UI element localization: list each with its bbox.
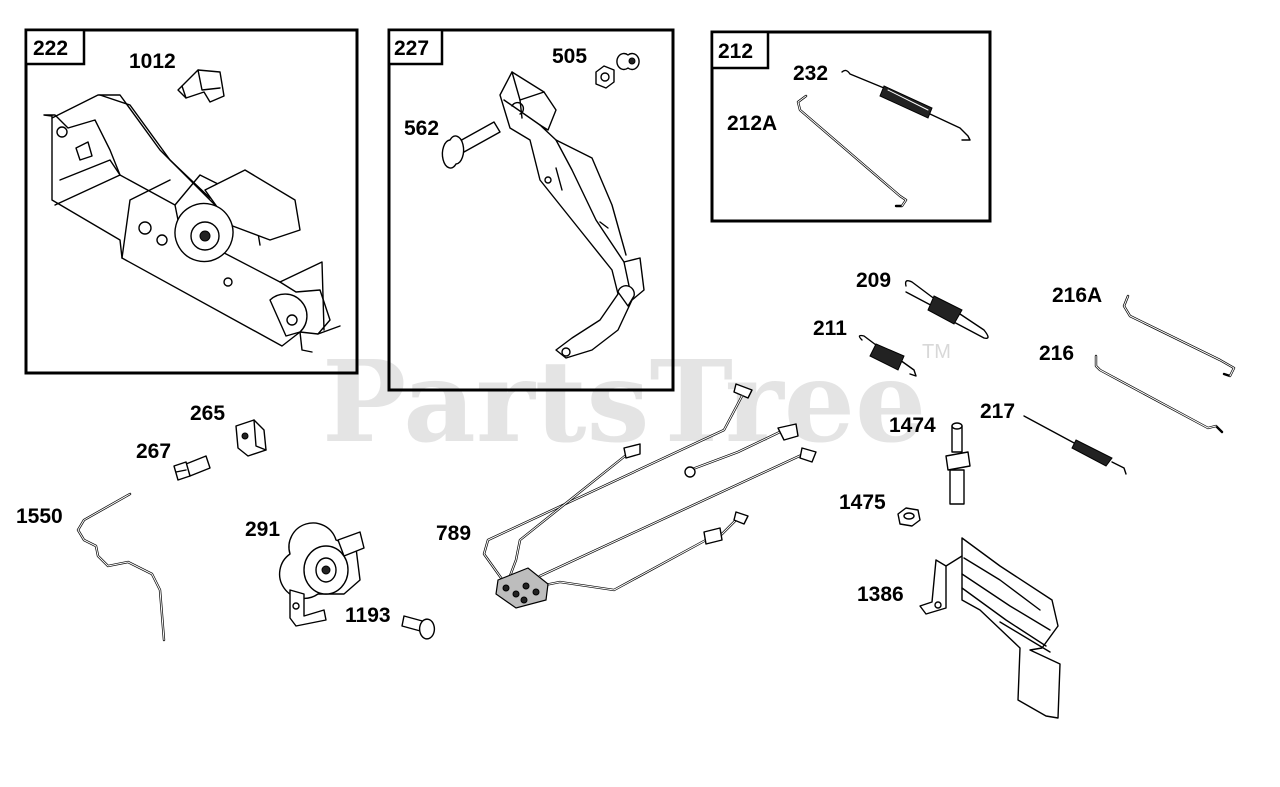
part-232-spring[interactable]	[841, 69, 971, 141]
callout-505[interactable]: 505	[552, 45, 587, 68]
part-291-motor[interactable]	[278, 522, 365, 627]
callout-265[interactable]: 265	[190, 402, 225, 425]
callout-216A[interactable]: 216A	[1052, 284, 1102, 307]
trademark-symbol: TM	[922, 341, 951, 363]
part-265-clip[interactable]	[235, 419, 267, 457]
part-562-pin[interactable]	[441, 121, 501, 169]
callout-291[interactable]: 291	[245, 518, 280, 541]
group-212[interactable]: 212 232 212A	[710, 30, 992, 223]
group-212-tag: 212	[718, 40, 753, 63]
part-1386-guard[interactable]	[919, 537, 1061, 719]
callout-1550[interactable]: 1550	[16, 505, 63, 528]
part-212A-rod[interactable]	[796, 94, 908, 208]
part-222-control-bracket[interactable]	[43, 94, 341, 353]
callout-1012[interactable]: 1012	[129, 50, 176, 73]
callout-562[interactable]: 562	[404, 117, 439, 140]
watermark: PartsTree	[322, 337, 926, 468]
group-227[interactable]: 227 505 562	[387, 28, 675, 392]
part-217-spring[interactable]	[1023, 415, 1127, 475]
part-1475-nut[interactable]	[897, 507, 921, 527]
callout-1475[interactable]: 1475	[839, 491, 886, 514]
callout-267[interactable]: 267	[136, 440, 171, 463]
part-227-lever-bracket[interactable]	[499, 71, 645, 359]
callout-232[interactable]: 232	[793, 62, 828, 85]
part-216-rod[interactable]	[1094, 354, 1224, 434]
group-227-tag-box	[387, 28, 444, 66]
callout-211[interactable]: 211	[813, 317, 847, 340]
part-1193-bolt[interactable]	[401, 615, 436, 640]
callout-1193[interactable]: 1193	[345, 604, 391, 627]
callout-212A[interactable]: 212A	[727, 112, 777, 135]
callout-1474[interactable]: 1474	[889, 414, 936, 437]
part-1550-rod[interactable]	[76, 492, 166, 642]
group-222-frame	[24, 28, 359, 375]
part-505-nut[interactable]	[595, 52, 640, 89]
callout-209[interactable]: 209	[856, 269, 891, 292]
group-222[interactable]: 222	[24, 28, 359, 375]
part-209-spring[interactable]	[904, 279, 989, 340]
part-267-bolt[interactable]	[173, 455, 211, 481]
callout-216[interactable]: 216	[1039, 342, 1074, 365]
callout-789[interactable]: 789	[436, 522, 471, 545]
group-222-tag-box	[24, 28, 86, 66]
group-227-frame	[387, 28, 675, 392]
part-789-harness[interactable]	[482, 383, 817, 609]
part-211-spring[interactable]	[858, 334, 917, 377]
group-212-tag-box	[710, 30, 770, 70]
callout-1386[interactable]: 1386	[857, 583, 904, 606]
part-1012-illustration[interactable]	[177, 69, 225, 103]
group-212-frame	[710, 30, 992, 223]
group-227-tag: 227	[394, 37, 429, 60]
callout-217[interactable]: 217	[980, 400, 1015, 423]
part-1474-stud[interactable]	[945, 422, 971, 505]
group-222-tag: 222	[33, 37, 68, 60]
part-216A-rod[interactable]	[1122, 294, 1236, 378]
